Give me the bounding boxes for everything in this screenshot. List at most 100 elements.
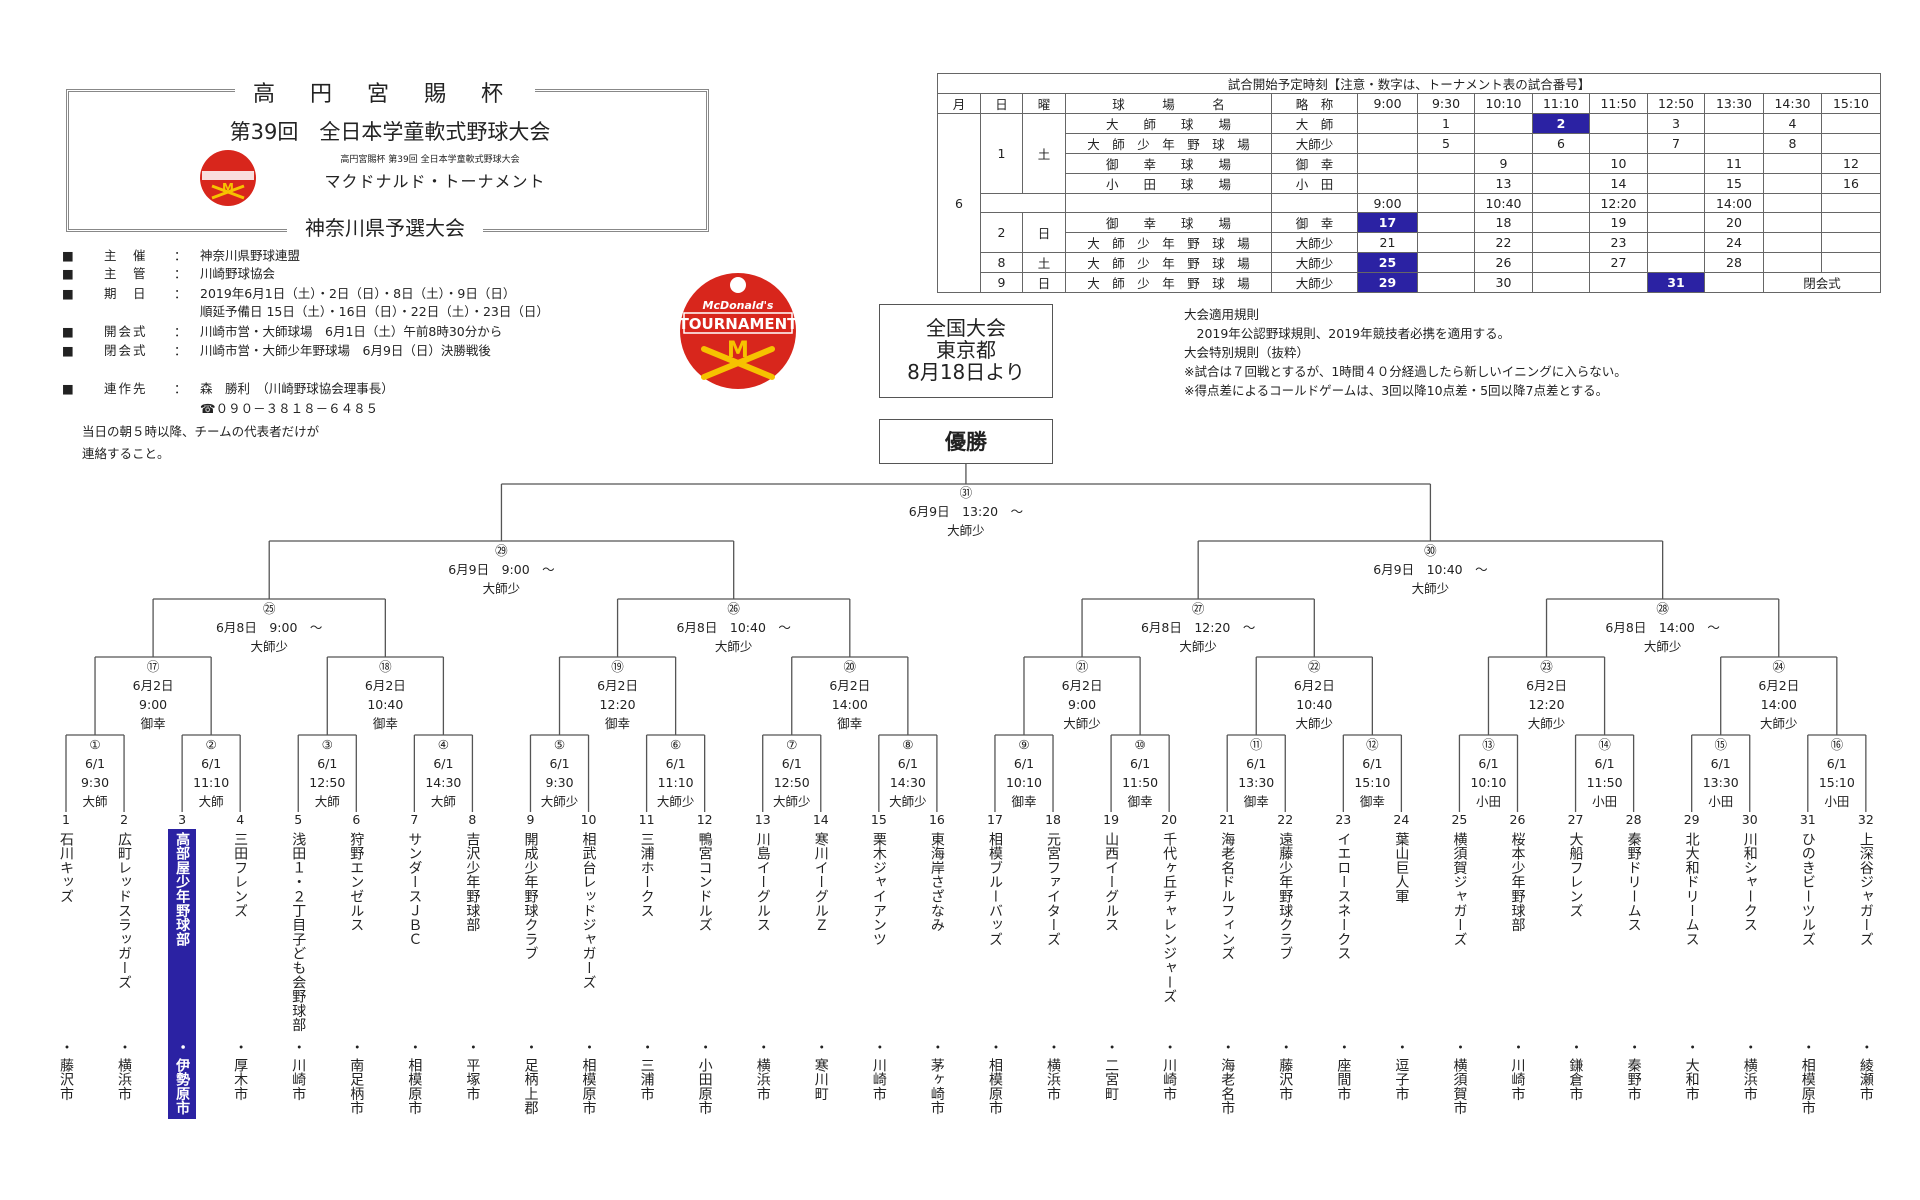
match-no: ㉖ [727, 601, 740, 616]
team-name: 川島イーグルス [754, 832, 771, 933]
rule-line: 大会特別規則（抜粋） [1184, 345, 1310, 360]
match-date: 6/1 [1130, 756, 1151, 771]
match-no: ㉛ [959, 485, 973, 500]
info-colon: ： [174, 381, 187, 396]
team-number: 21 [1219, 812, 1236, 827]
team-city: 相模原市 [406, 1058, 423, 1116]
team-separator: ・ [1799, 1040, 1816, 1055]
schedule-field: 大 師 球 場 [1065, 113, 1272, 134]
schedule-game-cell: 17 [1357, 212, 1418, 233]
match-no: ㉓ [1540, 659, 1553, 674]
info-label: 期 日 [104, 286, 148, 301]
match-venue: 大師少 [714, 639, 753, 654]
match-venue: 御幸 [372, 716, 398, 731]
team-number: 24 [1393, 812, 1410, 827]
bullet-icon: ■ [62, 266, 74, 281]
team-separator: ・ [1625, 1040, 1642, 1055]
team-number: 18 [1045, 812, 1061, 827]
team-separator: ・ [232, 1040, 249, 1055]
match-no: ⑬ [1482, 737, 1495, 752]
team-city: 伊勢原市 [174, 1058, 191, 1116]
team-separator: ・ [1567, 1040, 1584, 1055]
team-number: 6 [352, 812, 361, 827]
team-city: 三浦市 [638, 1058, 655, 1101]
match-time: 12:50 [773, 775, 810, 790]
match-date: 6/1 [897, 756, 918, 771]
match-time: 9:30 [80, 775, 110, 790]
national-line2: 東京都 [936, 338, 996, 362]
match-no: ⑮ [1714, 737, 1727, 752]
match-no: ⑯ [1830, 737, 1844, 752]
team-number: 30 [1741, 812, 1758, 827]
team-city: 川崎市 [1509, 1058, 1526, 1101]
team-separator: ・ [1045, 1040, 1062, 1055]
match-venue: 大師少 [1643, 639, 1682, 654]
match-no: ⑫ [1366, 737, 1379, 752]
schedule-abbr: 大師少 [1271, 272, 1358, 293]
match-time: 10:40 [367, 697, 404, 712]
info-value: 森 勝利 （川崎野球協会理事長） [200, 381, 394, 396]
match-no: ㉗ [1191, 601, 1205, 616]
info-label: 開会式 [104, 324, 148, 339]
team-separator: ・ [290, 1040, 307, 1055]
match-time: 12:20 [599, 697, 636, 712]
national-tournament-box: 全国大会 東京都 8月18日より [879, 304, 1053, 398]
match-venue: 小田 [1824, 794, 1850, 809]
info-label: 主 催 [104, 248, 148, 263]
schedule-header-cell: 11:50 [1589, 93, 1648, 114]
info-label: 閉会式 [104, 343, 148, 358]
schedule-table: 試合開始予定時刻【注意・数字は、トーナメント表の試合番号】月日曜球 場 名略 称… [937, 73, 1881, 293]
team-name: 三田フレンズ [232, 832, 249, 918]
schedule-weekday: 日 [1022, 272, 1066, 293]
match-date: 6月2日 [1526, 678, 1567, 693]
contact-note: 連絡すること。 [82, 446, 170, 461]
match-time: 12:50 [309, 775, 346, 790]
schedule-header-cell: 10:10 [1474, 93, 1533, 114]
team-separator: ・ [348, 1040, 365, 1055]
schedule-header-cell: 13:30 [1704, 93, 1764, 114]
highlighted-team-bar [168, 829, 196, 1119]
info-colon: ： [174, 343, 187, 358]
info-label: 主 管 [104, 266, 148, 281]
team-name: 葉山巨人軍 [1393, 832, 1410, 904]
team-number: 23 [1335, 812, 1352, 827]
team-city: 海老名市 [1219, 1058, 1236, 1116]
match-time: 10:10 [1470, 775, 1507, 790]
match-time: 9:00 [1068, 697, 1097, 712]
match-datetime: 6月8日 14:00 ～ [1605, 620, 1720, 635]
match-no: ⑳ [843, 659, 857, 674]
schedule-header-cell: 略 称 [1271, 93, 1358, 114]
match-venue: 大師少 [772, 794, 811, 809]
match-venue: 大師少 [250, 639, 288, 654]
team-number: 27 [1567, 812, 1584, 827]
team-number: 32 [1857, 812, 1874, 827]
team-city: 厚木市 [232, 1058, 249, 1101]
region-title: 神奈川県予選大会 [287, 216, 483, 240]
match-venue: 大師少 [482, 581, 521, 596]
team-city: 南足柄市 [348, 1058, 365, 1116]
team-separator: ・ [638, 1040, 655, 1055]
schedule-header-cell: 9:30 [1417, 93, 1475, 114]
team-number: 15 [870, 812, 887, 827]
bullet-icon: ■ [62, 286, 74, 301]
match-time: 10:40 [1296, 697, 1333, 712]
match-no: ㉒ [1308, 659, 1321, 674]
match-no: ⑲ [611, 659, 624, 674]
info-colon: ： [174, 266, 187, 281]
team-city: 川崎市 [1161, 1058, 1178, 1101]
team-name: 吉沢少年野球部 [464, 832, 481, 933]
schedule-field: 御 幸 球 場 [1065, 153, 1272, 174]
schedule-game-cell: 30 [1474, 272, 1533, 293]
team-separator: ・ [1335, 1040, 1352, 1055]
team-name: 遠藤少年野球クラブ [1277, 832, 1294, 961]
info-label: 連作先 [104, 381, 148, 396]
match-date: 6/1 [433, 756, 454, 771]
match-venue: 大師 [198, 794, 224, 809]
team-city: 藤沢市 [58, 1058, 74, 1101]
match-date: 6月2日 [1061, 678, 1103, 693]
team-city: 横浜市 [754, 1058, 771, 1101]
team-name: 狩野エンゼルス [348, 832, 365, 933]
